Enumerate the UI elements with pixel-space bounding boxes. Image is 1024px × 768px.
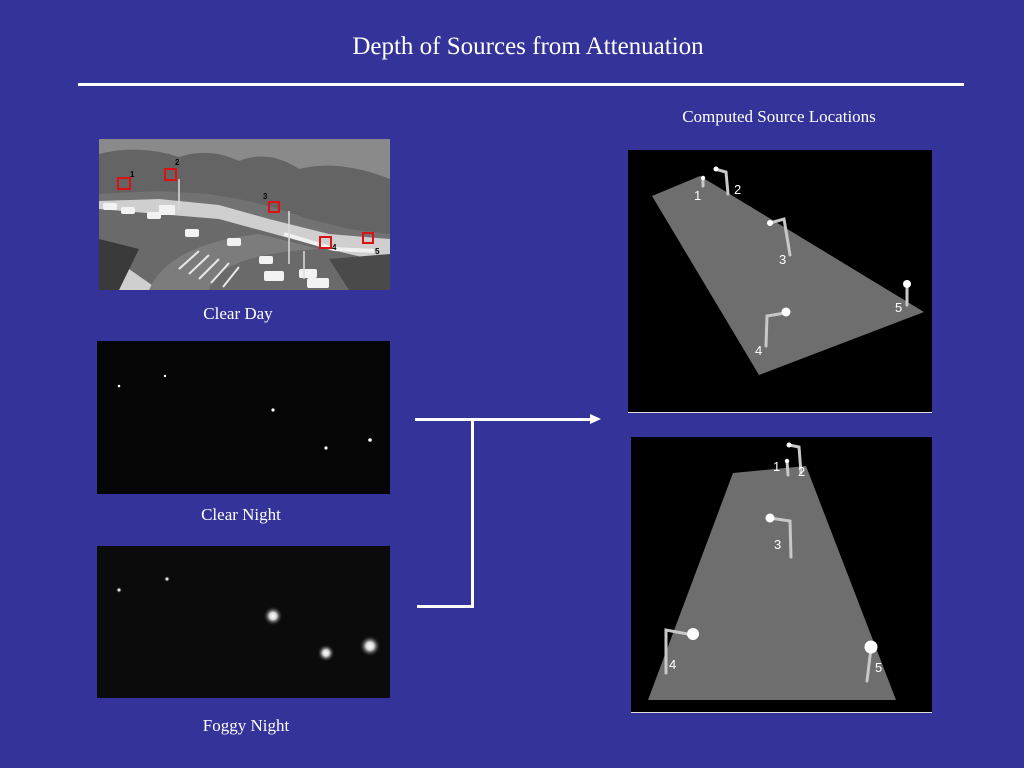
- fog-light: [164, 576, 170, 582]
- clear-day-caption: Clear Day: [203, 304, 273, 323]
- night-light: [271, 408, 275, 412]
- fog-light: [263, 606, 283, 626]
- source-label: 1: [694, 188, 701, 203]
- source-label: 5: [895, 300, 902, 315]
- source-label: 1: [773, 459, 780, 474]
- day-marker-label: 4: [332, 243, 337, 252]
- night-light: [117, 384, 121, 388]
- fog-light: [359, 635, 381, 657]
- foggy-night-image: [97, 546, 390, 698]
- clear-day-image: 1 2 3 4 5: [99, 139, 390, 290]
- title-divider: [78, 83, 964, 86]
- reconstruction-top: 1 2 3 4 5: [628, 150, 932, 413]
- source-label: 3: [774, 537, 781, 552]
- ground-plane: [648, 466, 896, 700]
- slide-title: Depth of Sources from Attenuation: [352, 33, 704, 60]
- foggy-night-caption: Foggy Night: [202, 716, 290, 735]
- fog-light: [317, 644, 335, 662]
- source-label: 5: [875, 660, 882, 675]
- day-marker-label: 5: [375, 247, 380, 256]
- night-light: [324, 446, 328, 450]
- source-label: 2: [734, 182, 741, 197]
- clear-night-caption: Clear Night: [201, 505, 281, 524]
- source-label: 2: [798, 464, 805, 479]
- fog-light: [116, 587, 122, 593]
- computed-locations-header: Computed Source Locations: [682, 107, 876, 126]
- arrow-head-icon: [590, 414, 601, 424]
- connector-top-line: [415, 418, 590, 421]
- ground-plane: [652, 176, 924, 375]
- night-light: [368, 438, 372, 442]
- clear-night-image: [97, 341, 390, 494]
- connector-bottom-line: [417, 605, 474, 608]
- source-label: 3: [779, 252, 786, 267]
- connector-vertical-line: [471, 418, 474, 608]
- night-light: [163, 374, 167, 378]
- source-label: 4: [755, 343, 762, 358]
- day-marker-label: 1: [130, 170, 135, 179]
- day-marker-label: 3: [263, 192, 268, 201]
- source-label: 4: [669, 657, 676, 672]
- reconstruction-bottom: 1 2 3 4 5: [631, 437, 932, 713]
- day-marker-label: 2: [175, 158, 180, 167]
